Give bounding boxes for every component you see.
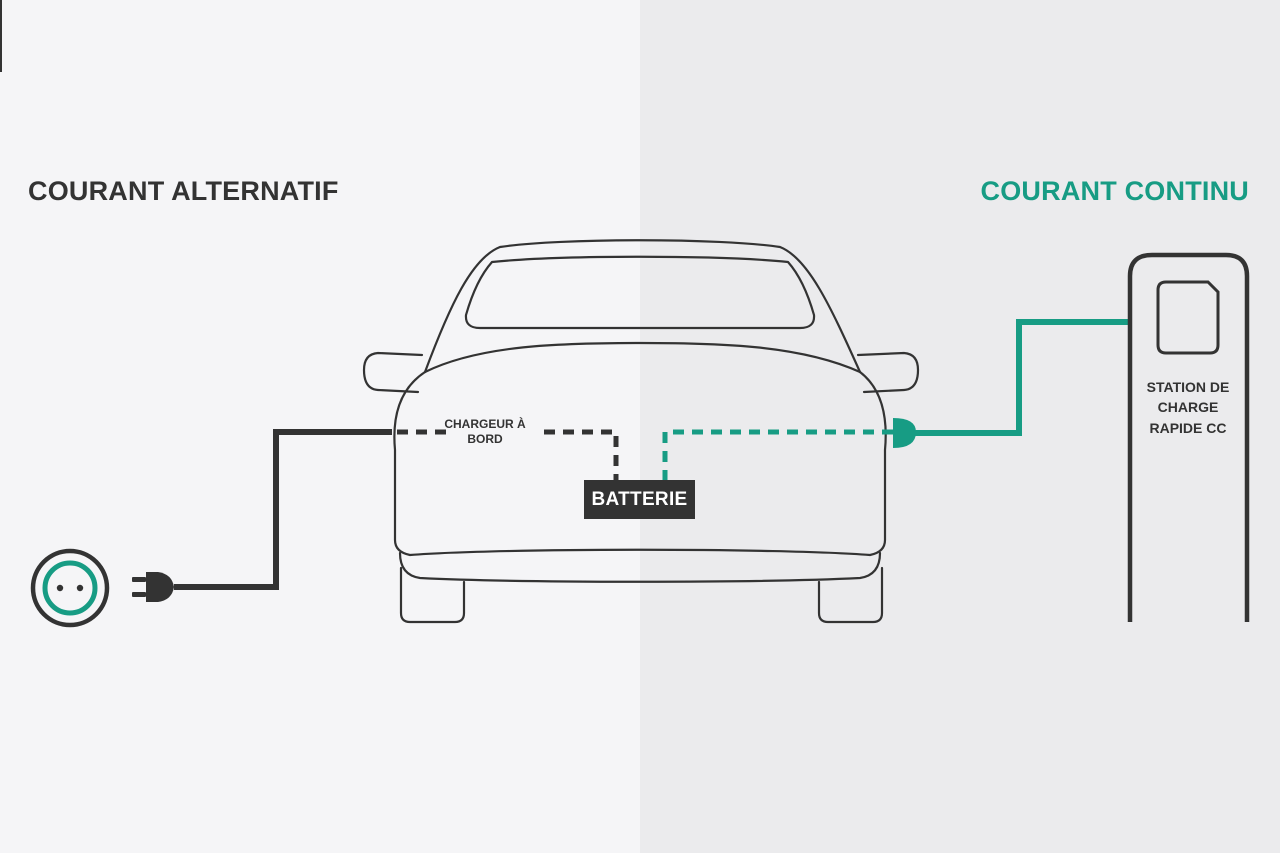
onboard-charger-label: CHARGEUR À BORD [444,417,526,446]
car-mirror-right [856,351,920,394]
ac-cable [174,429,392,590]
station-body [1127,252,1250,622]
wall-socket-icon [30,548,110,628]
dc-connector [893,418,916,448]
station-label: STATION DE CHARGE RAPIDE CC [1146,379,1230,436]
car-mirror-left [362,351,424,394]
ac-title: COURANT ALTERNATIF [28,176,339,206]
car-bumper [398,551,882,583]
car-body [393,370,887,557]
ac-panel [0,0,640,853]
plug-icon [132,572,174,602]
car-wheel-left [399,566,466,624]
dc-panel [640,0,1280,853]
dc-dashed-to-battery [662,429,893,480]
station-screen [1156,280,1220,355]
battery-box: BATTERIE [584,480,695,519]
car-front-icon [362,239,920,624]
charging-station-icon [1127,252,1250,622]
car-wheel-right [817,566,884,624]
car-roof-outline [423,239,862,374]
dc-title: COURANT CONTINU [980,176,1249,206]
car-windshield [464,255,816,330]
dc-cable [914,319,1130,436]
car-hood [423,341,862,374]
corner-mark [0,0,2,72]
battery-label: BATTERIE [591,488,688,510]
ac-dashed-charger-to-battery [544,429,619,480]
